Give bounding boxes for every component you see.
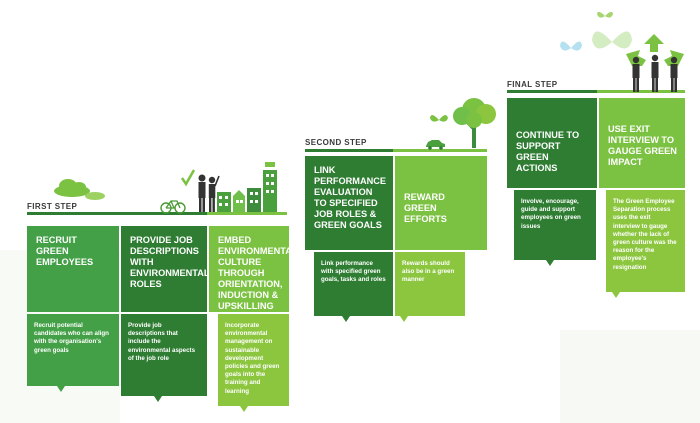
first-step-rule-light	[207, 212, 287, 215]
desc-provide-job-descriptions: Provide job descriptions that include th…	[121, 314, 207, 396]
desc-use-exit-interview: The Green Employee Separation process us…	[606, 190, 685, 292]
final-step-rule	[507, 90, 597, 93]
butterfly-icon	[592, 31, 632, 49]
businessman-icon	[180, 169, 220, 212]
second-step-label: SECOND STEP	[305, 138, 367, 147]
first-step-label: FIRST STEP	[27, 202, 78, 211]
card-link-performance-evaluation: LINK PERFORMANCE EVALUATION TO SPECIFIED…	[305, 156, 393, 250]
cloud-icon	[54, 179, 90, 197]
cloud-icon	[85, 192, 105, 200]
second-step-rule-light	[393, 149, 487, 152]
card-use-exit-interview: USE EXIT INTERVIEW TO GAUGE GREEN IMPACT	[599, 98, 685, 188]
card-provide-job-descriptions: PROVIDE JOB DESCRIPTIONS WITH ENVIRONMEN…	[121, 226, 209, 312]
desc-recruit-green-employees: Recruit potential candidates who can ali…	[27, 314, 119, 386]
desc-embed-environmental-culture: Incorporate environmental management on …	[218, 314, 289, 406]
pointer-notch	[342, 316, 350, 322]
car-icon	[426, 140, 445, 150]
card-reward-green-efforts: REWARD GREEN EFFORTS	[395, 156, 487, 250]
final-step-label: FINAL STEP	[507, 80, 558, 89]
city-skyline-icon	[217, 162, 277, 212]
pointer-notch	[546, 260, 554, 266]
pointer-notch	[240, 406, 248, 412]
card-recruit-green-employees: RECRUIT GREEN EMPLOYEES	[27, 226, 119, 312]
pointer-notch	[612, 292, 620, 298]
background-shape	[560, 330, 700, 423]
final-step-rule-light	[597, 90, 685, 93]
card-continue-support-green-actions: CONTINUE TO SUPPORT GREEN ACTIONS	[507, 98, 597, 188]
pointer-notch	[154, 396, 162, 402]
desc-continue-support-green-actions: Involve, encourage, guide and support em…	[514, 190, 596, 260]
pointer-notch	[57, 386, 65, 392]
first-step-rule	[27, 212, 207, 215]
recycle-icon	[626, 34, 684, 92]
butterfly-icon	[560, 41, 582, 51]
bicycle-icon	[160, 200, 186, 214]
pointer-notch	[400, 316, 408, 322]
card-embed-environmental-culture: EMBED ENVIRONMENTAL CULTURE THROUGH ORIE…	[209, 226, 297, 312]
butterfly-icon	[430, 114, 448, 122]
butterfly-icon	[597, 11, 613, 18]
second-step-rule	[305, 149, 393, 152]
desc-reward-green-efforts: Rewards should also be in a green manner	[395, 252, 465, 316]
tree-icon	[453, 98, 496, 148]
desc-link-performance-evaluation: Link performance with specified green go…	[314, 252, 393, 316]
